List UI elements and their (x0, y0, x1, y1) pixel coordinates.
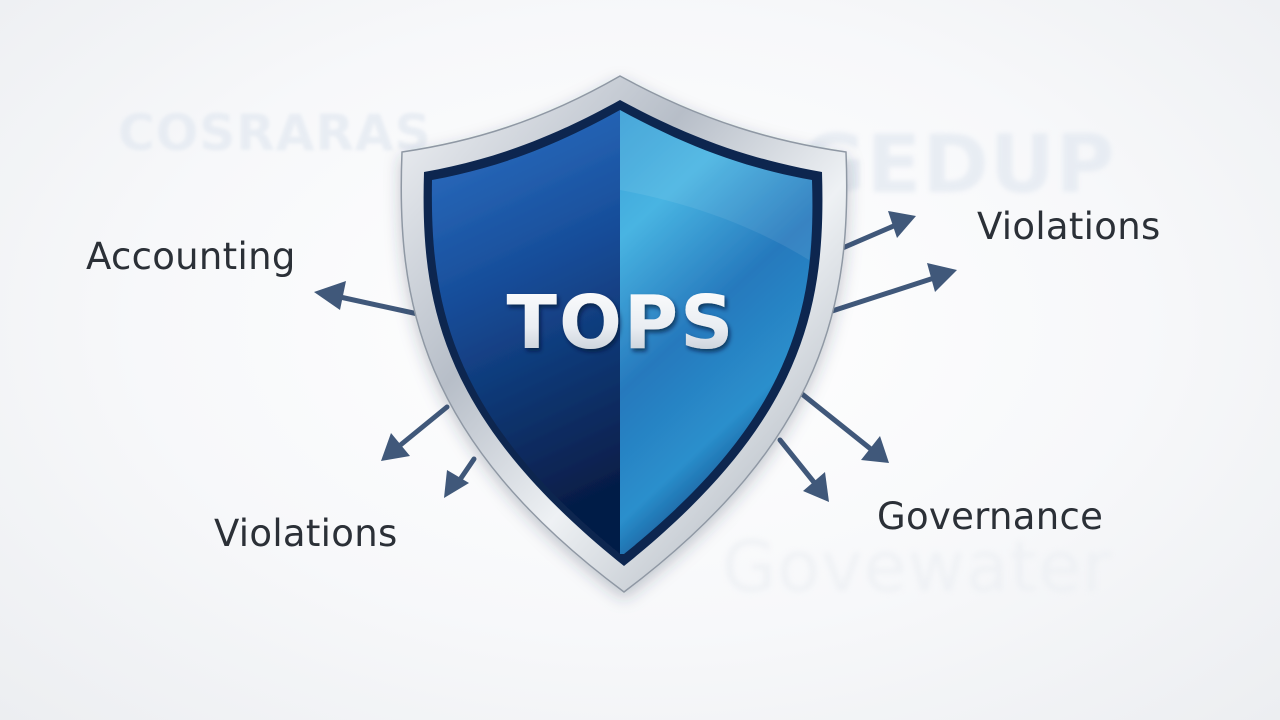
arrow-to-governance-upper (799, 391, 889, 463)
arrow-to-violations-right-lower (823, 263, 957, 316)
label-violations-right: Violations (977, 205, 1161, 248)
arrow-to-accounting (314, 281, 421, 317)
background-watermark-text-bottom-right: Govewater (722, 526, 1113, 608)
background-watermark-text-top-right: GEDUP (800, 118, 1116, 211)
shield-highlight (620, 110, 813, 260)
background-watermark-text-top-left: COSRARAS (118, 104, 432, 162)
label-violations-left: Violations (214, 512, 398, 555)
shield (400, 75, 848, 593)
arrow-to-violations-left-upper (381, 404, 450, 461)
arrow-to-violations-right-upper (835, 211, 916, 253)
arrows-group (314, 211, 957, 502)
label-governance: Governance (877, 495, 1104, 538)
label-accounting: Accounting (86, 235, 296, 278)
shield-face-left (431, 110, 620, 554)
arrow-to-governance-lower (777, 437, 829, 502)
arrow-to-violations-left-lower (444, 456, 477, 498)
shield-title: TOPS (507, 280, 736, 366)
